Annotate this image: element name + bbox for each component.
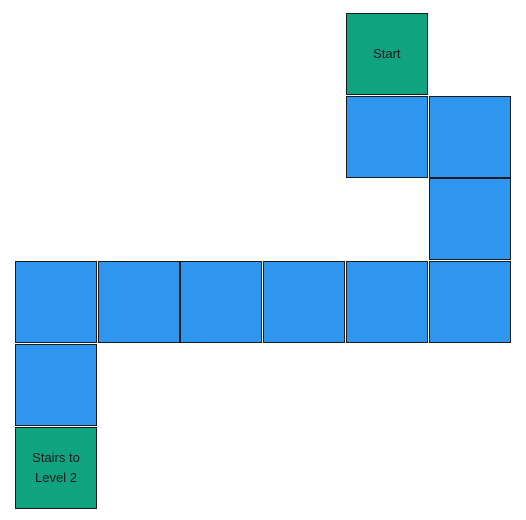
path-tile xyxy=(263,261,346,344)
path-tile xyxy=(15,343,97,426)
start-tile: Start xyxy=(345,13,428,95)
path-tile xyxy=(180,261,263,344)
path-tile xyxy=(345,95,428,178)
path-tile xyxy=(428,178,511,261)
path-tile xyxy=(345,261,428,344)
path-tile xyxy=(428,95,511,178)
path-tile xyxy=(428,261,511,344)
tile-label: Start xyxy=(373,46,401,61)
stairs-tile: Stairs to Level 2 xyxy=(15,426,97,509)
path-tile xyxy=(97,261,180,344)
path-tile xyxy=(15,261,97,344)
tile-label: Stairs to Level 2 xyxy=(32,449,80,485)
